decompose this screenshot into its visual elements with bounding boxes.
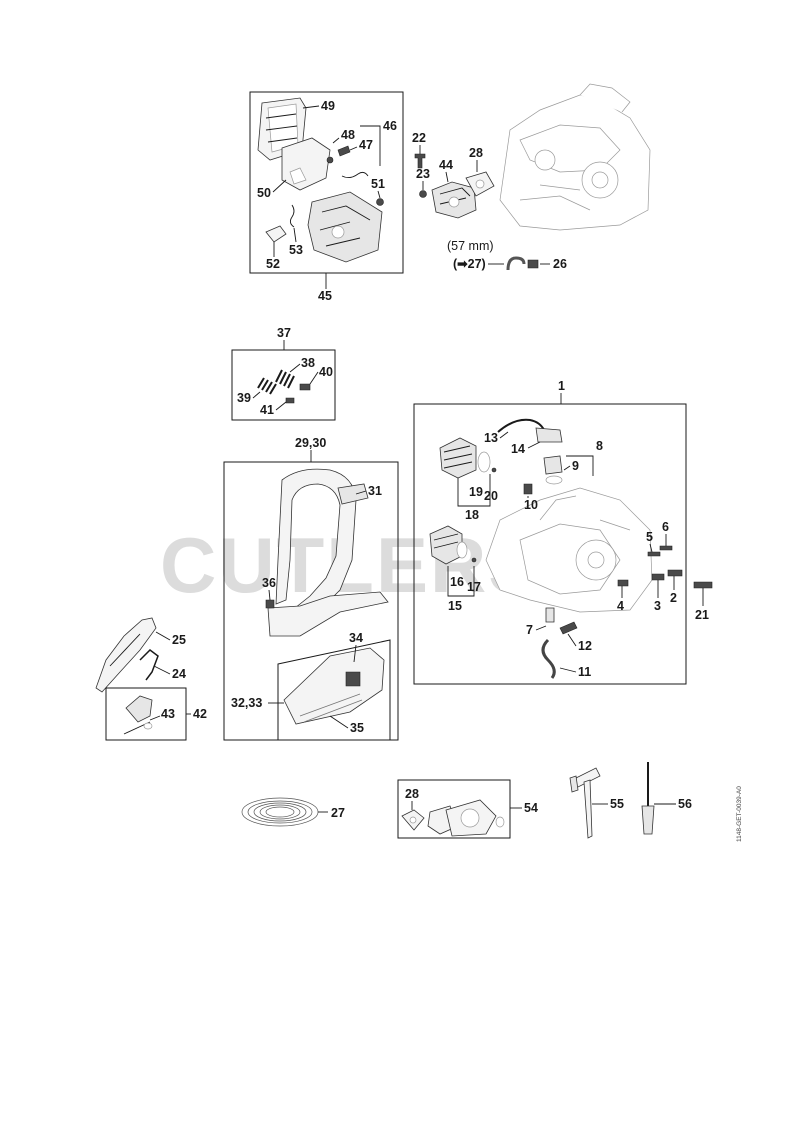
label-35: 35: [350, 721, 364, 735]
label-42: 42: [193, 707, 207, 721]
label-55: 55: [610, 797, 624, 811]
label-3: 3: [654, 599, 661, 613]
label-46: 46: [383, 119, 397, 133]
label-1: 1: [558, 379, 565, 393]
label-38: 38: [301, 356, 315, 370]
group-29-30-handle: 29,30 31 36 34 32,33 35: [223, 436, 399, 741]
label-24: 24: [172, 667, 186, 681]
spring-left-drawing: [257, 377, 277, 395]
label-44: 44: [439, 158, 453, 172]
label-34: 34: [349, 631, 363, 645]
coiled-hose-drawing: [241, 797, 319, 827]
label-22: 22: [412, 131, 426, 145]
label-9: 9: [572, 459, 579, 473]
spring-right-drawing: [275, 369, 295, 389]
label-6: 6: [662, 520, 669, 534]
label-54: 54: [524, 801, 538, 815]
label-7: 7: [526, 623, 533, 637]
label-8: 8: [596, 439, 603, 453]
label-21: 21: [695, 608, 709, 622]
label-16: 16: [450, 575, 464, 589]
label-19: 19: [469, 485, 483, 499]
label-41: 41: [260, 403, 274, 417]
label-45: 45: [318, 289, 332, 303]
label-14: 14: [511, 442, 525, 456]
label-48: 48: [341, 128, 355, 142]
combination-wrench-drawing: [569, 767, 601, 839]
group-45-air-filter: 49 48 46 47 50 51 53 52 45: [249, 91, 404, 303]
label-49: 49: [321, 99, 335, 113]
filter-plate-drawing: [281, 137, 331, 191]
engine-housing-background: [499, 83, 651, 231]
handlebar-drawing: [275, 468, 357, 621]
bottom-row-parts: 27 28 54 55 56 1148-GET-0039-A0: [241, 762, 743, 842]
label-25: 25: [172, 633, 186, 647]
label-39: 39: [237, 391, 251, 405]
label-43: 43: [161, 707, 175, 721]
note-length: (57 mm): [447, 239, 494, 253]
oil-cap-drawing: [543, 455, 563, 475]
label-20: 20: [484, 489, 498, 503]
group-54-box: [397, 779, 511, 839]
label-53: 53: [289, 243, 303, 257]
carburetor-mounting-parts: 22 23 44 28 (57 mm) (➡27) 26: [412, 131, 567, 271]
group-37-av-springs: 37 38 40 39 41: [231, 326, 336, 421]
label-26: 26: [553, 257, 567, 271]
fuel-cap-drawing: [439, 437, 477, 479]
throttle-lever-drawing: [95, 617, 157, 693]
hand-guard-subbox: [277, 639, 391, 741]
screwdriver-drawing: [641, 762, 655, 835]
label-4: 4: [617, 599, 624, 613]
drawing-code: 1148-GET-0039-A0: [736, 786, 743, 842]
label-27: 27: [331, 806, 345, 820]
label-32-33: 32,33: [231, 696, 262, 710]
label-11: 11: [578, 665, 591, 679]
label-18: 18: [465, 508, 479, 522]
label-2: 2: [670, 591, 677, 605]
label-13: 13: [484, 431, 498, 445]
label-23: 23: [416, 167, 430, 181]
label-36: 36: [262, 576, 276, 590]
label-29-30: 29,30: [295, 436, 326, 450]
label-28: 28: [469, 146, 483, 160]
label-47: 47: [359, 138, 373, 152]
label-10: 10: [524, 498, 538, 512]
group-1-crankcase: 1 13 14 19 20 18 8 9 10: [413, 379, 713, 685]
interlock-lever-drawing: [125, 695, 153, 723]
label-37: 37: [277, 326, 291, 340]
label-40: 40: [319, 365, 333, 379]
label-31: 31: [368, 484, 382, 498]
carburetor-body-drawing: [307, 191, 383, 263]
label-5: 5: [646, 530, 653, 544]
throttle-trigger-parts: 25 24 43 42: [95, 617, 207, 741]
group-1-box: [413, 403, 687, 685]
label-51: 51: [371, 177, 385, 191]
group-37-box: [231, 349, 336, 421]
label-56: 56: [678, 797, 692, 811]
label-50: 50: [257, 186, 271, 200]
label-15: 15: [448, 599, 462, 613]
group-45-box: [249, 91, 404, 274]
label-12: 12: [578, 639, 592, 653]
label-52: 52: [266, 257, 280, 271]
note-ref-27: (➡27): [453, 257, 486, 271]
label-28-gasket: 28: [405, 787, 419, 801]
